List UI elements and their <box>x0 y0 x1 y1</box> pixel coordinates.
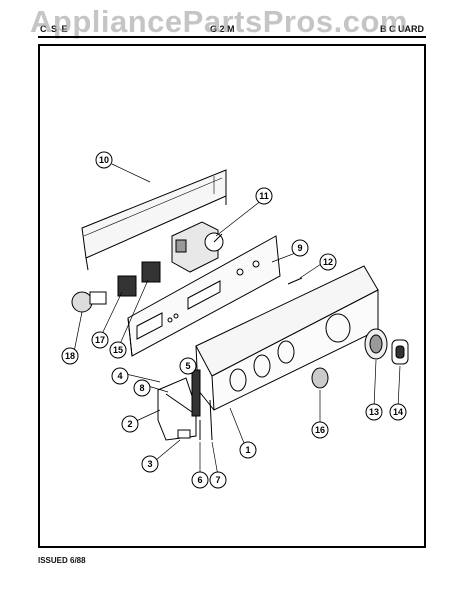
part-dial-13 <box>364 328 388 360</box>
svg-text:4: 4 <box>117 371 122 381</box>
svg-text:1: 1 <box>245 445 250 455</box>
svg-text:15: 15 <box>113 345 123 355</box>
callout-11: 11 <box>255 187 273 205</box>
svg-text:9: 9 <box>297 243 302 253</box>
issued-date: ISSUED 6/88 <box>38 556 86 565</box>
header-right-text: B C UARD <box>380 24 424 34</box>
part-knob-16 <box>311 367 329 389</box>
svg-text:2: 2 <box>127 419 132 429</box>
callout-14: 14 <box>389 403 407 421</box>
part-top-panel <box>81 169 227 271</box>
page-header: C S E G 2 M B C UARD <box>40 22 424 38</box>
callout-7: 7 <box>209 471 227 489</box>
svg-text:5: 5 <box>185 361 190 371</box>
svg-text:13: 13 <box>369 407 379 417</box>
part-switch-15 <box>141 261 161 283</box>
callout-15: 15 <box>109 341 127 359</box>
callout-9: 9 <box>291 239 309 257</box>
svg-text:12: 12 <box>323 257 333 267</box>
callout-8: 8 <box>133 379 151 397</box>
svg-text:18: 18 <box>65 351 75 361</box>
callout-2: 2 <box>121 415 139 433</box>
svg-text:10: 10 <box>99 155 109 165</box>
part-switch-17 <box>117 275 137 297</box>
part-clip-3 <box>177 429 191 439</box>
callout-4: 4 <box>111 367 129 385</box>
callout-18: 18 <box>61 347 79 365</box>
svg-text:16: 16 <box>315 425 325 435</box>
callout-5: 5 <box>179 357 197 375</box>
callout-16: 16 <box>311 421 329 439</box>
header-mid-text: G 2 M <box>210 24 235 34</box>
callout-12: 12 <box>319 253 337 271</box>
part-console <box>195 265 379 411</box>
header-left-text: C S E <box>40 24 69 34</box>
part-knob-14 <box>391 339 409 365</box>
part-switch-18 <box>71 291 107 313</box>
svg-text:17: 17 <box>95 335 105 345</box>
part-timer <box>171 221 224 273</box>
header-rule <box>38 36 426 38</box>
diagram-frame <box>38 44 426 548</box>
callout-1: 1 <box>239 441 257 459</box>
part-rod <box>191 369 213 441</box>
callout-13: 13 <box>365 403 383 421</box>
callouts: 10 11 9 12 17 15 18 4 5 8 2 3 6 7 1 16 1… <box>61 151 407 489</box>
callout-10: 10 <box>95 151 113 169</box>
callout-17: 17 <box>91 331 109 349</box>
svg-text:8: 8 <box>139 383 144 393</box>
callout-3: 3 <box>141 455 159 473</box>
svg-text:7: 7 <box>215 475 220 485</box>
callout-6: 6 <box>191 471 209 489</box>
part-control-panel <box>127 235 281 357</box>
svg-text:3: 3 <box>147 459 152 469</box>
watermark: AppliancePartsPros.com <box>30 4 408 39</box>
part-screw-12 <box>287 277 303 285</box>
svg-text:11: 11 <box>259 191 269 201</box>
leader-lines <box>73 163 401 477</box>
svg-text:14: 14 <box>393 407 403 417</box>
part-bracket <box>157 377 197 441</box>
svg-text:6: 6 <box>197 475 202 485</box>
